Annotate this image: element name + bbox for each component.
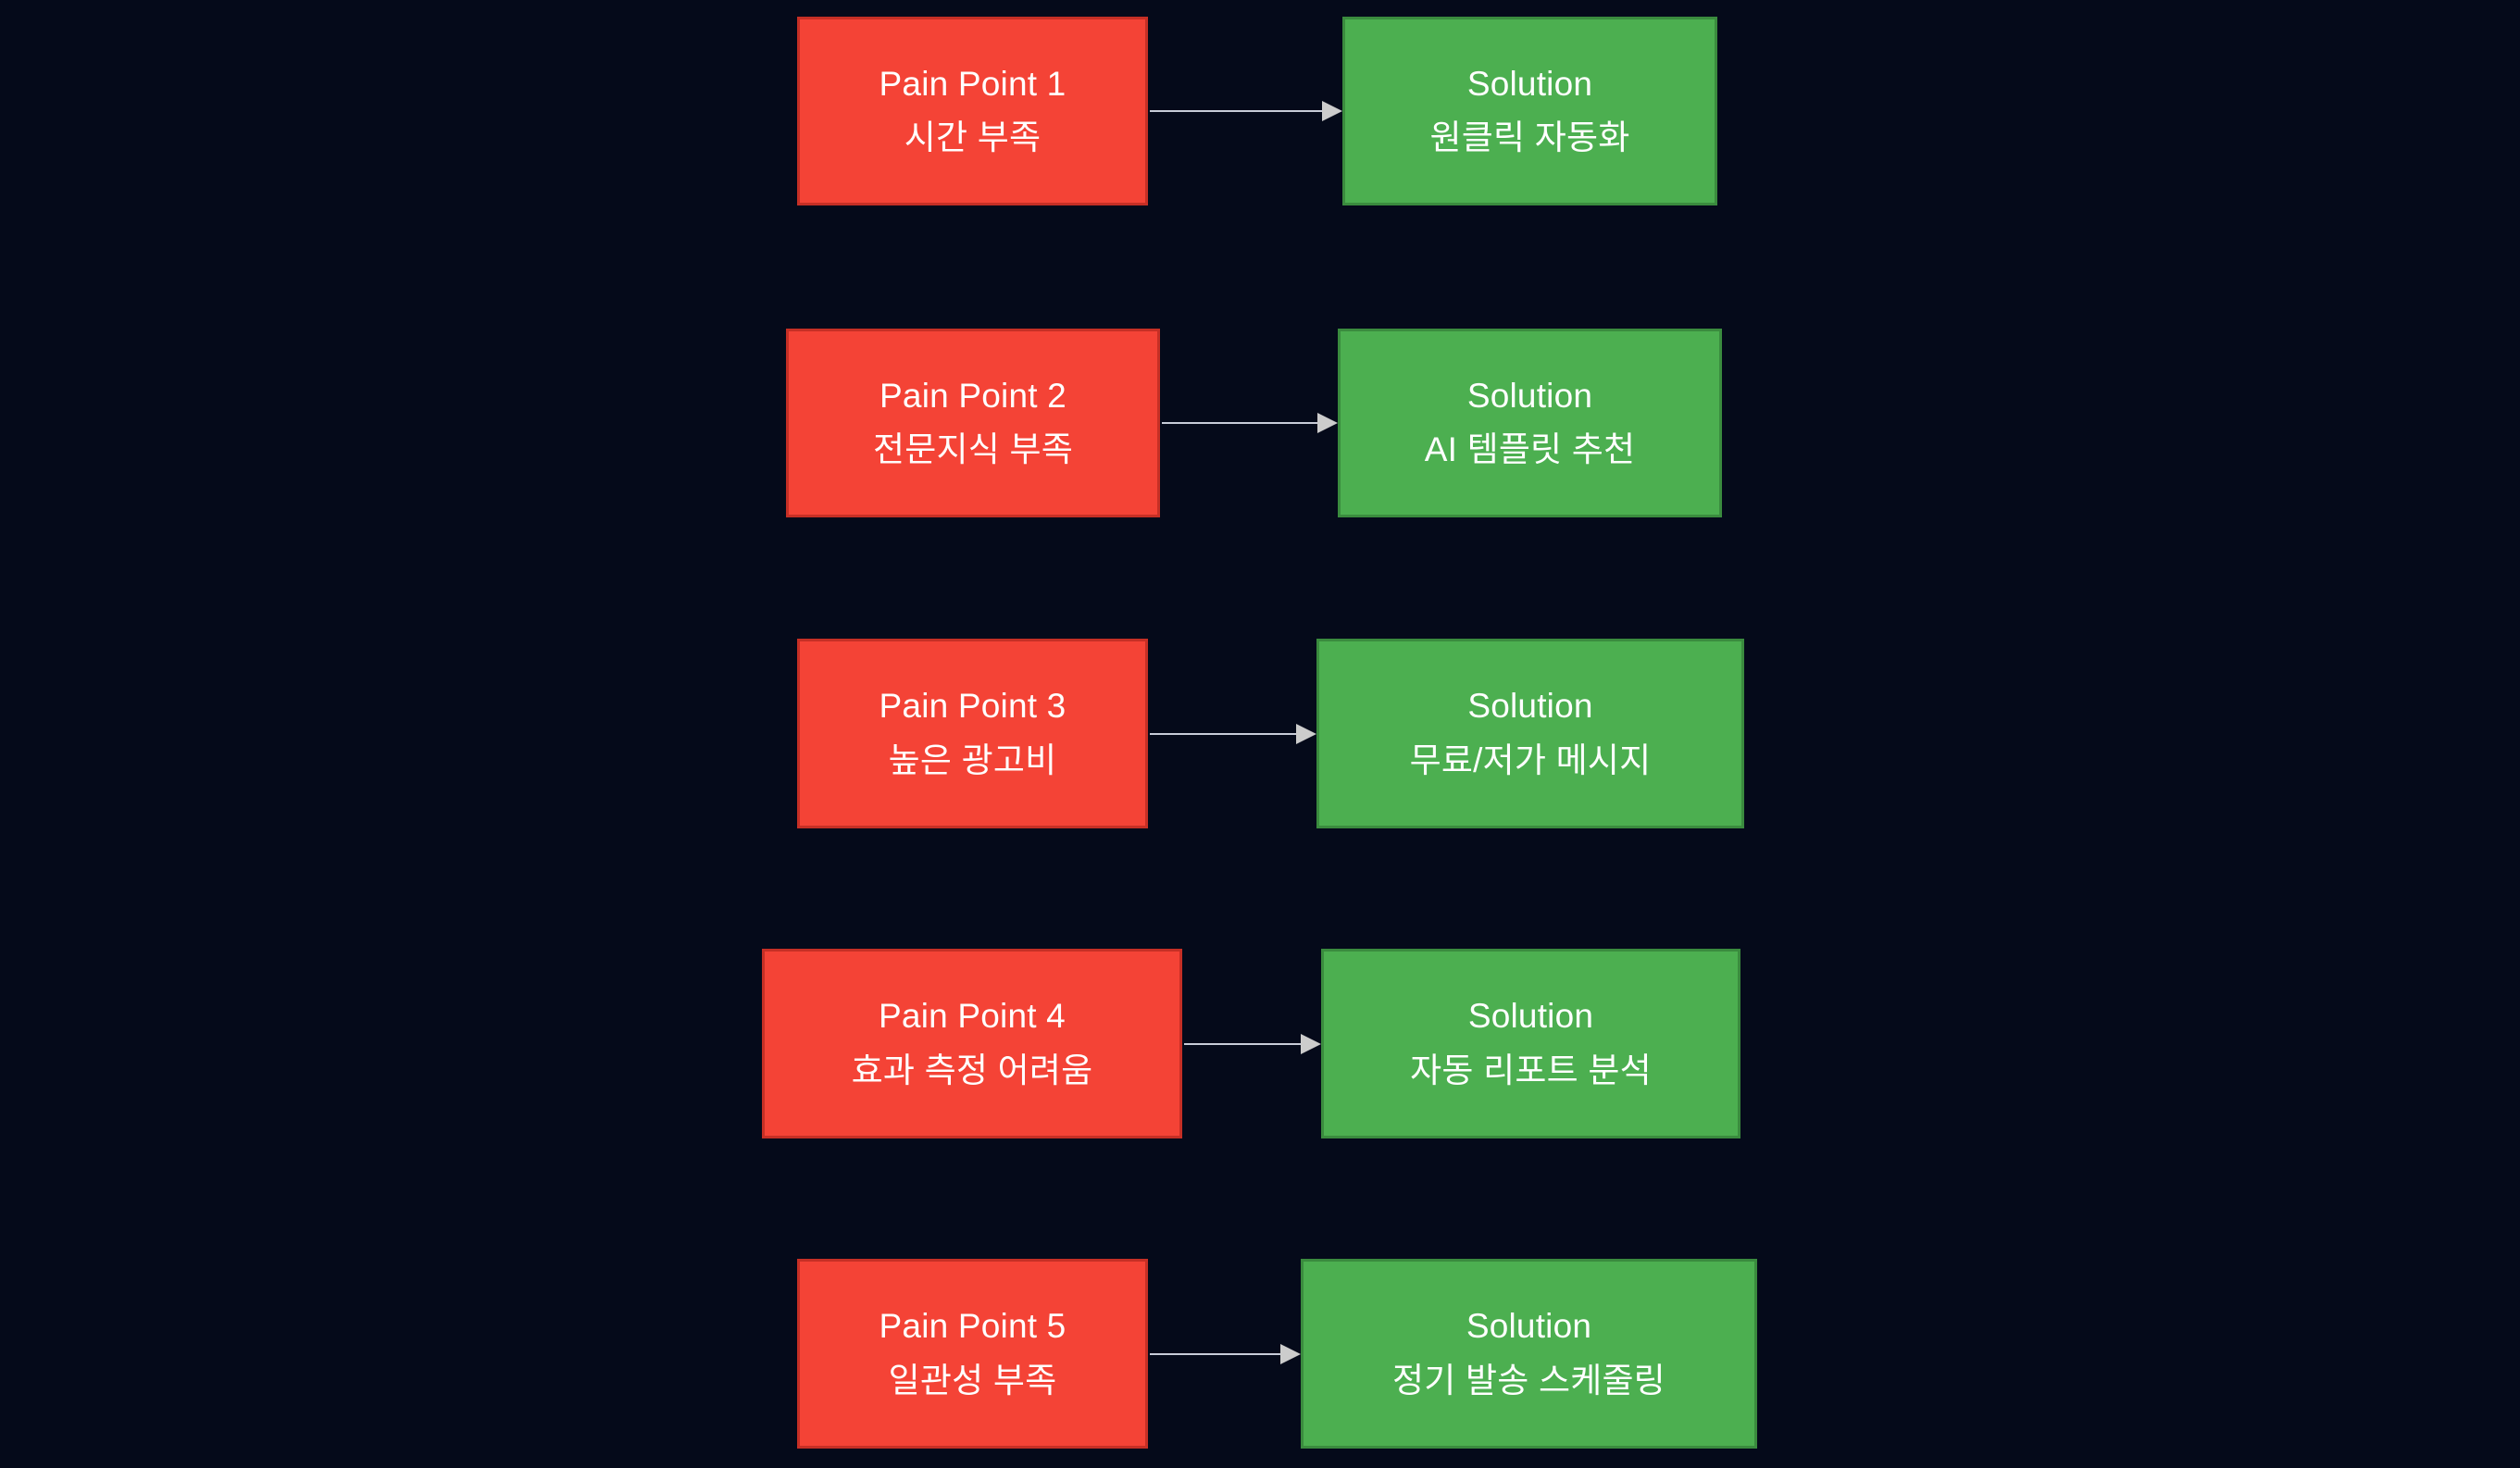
pain-point-node-5[interactable]: Pain Point 5 일관성 부족	[797, 1259, 1148, 1449]
solution-node-1[interactable]: Solution 원클릭 자동화	[1342, 17, 1717, 205]
diagram-row: Pain Point 3 높은 광고비 Solution 무료/저가 메시지	[0, 639, 2520, 828]
arrow-head-icon	[1301, 1034, 1321, 1054]
pain-point-subtitle-4: 효과 측정 어려움	[851, 1051, 1093, 1089]
arrow-head-icon	[1322, 101, 1342, 121]
diagram-row: Pain Point 1 시간 부족 Solution 원클릭 자동화	[0, 17, 2520, 205]
arrow-head-icon	[1317, 413, 1338, 433]
solution-title-3: Solution	[1467, 687, 1593, 726]
pain-point-title-2: Pain Point 2	[880, 376, 1067, 415]
solution-subtitle-1: 원클릭 자동화	[1429, 118, 1630, 156]
arrow-connector-5	[1150, 1343, 1301, 1365]
pain-point-node-1[interactable]: Pain Point 1 시간 부족	[797, 17, 1148, 205]
solution-node-5[interactable]: Solution 정기 발송 스케줄링	[1301, 1259, 1757, 1449]
arrow-shaft-icon	[1150, 1353, 1280, 1355]
arrow-head-icon	[1280, 1344, 1301, 1364]
solution-title-2: Solution	[1466, 376, 1593, 415]
pain-point-subtitle-1: 시간 부족	[904, 118, 1042, 156]
pain-point-subtitle-2: 전문지식 부족	[873, 430, 1073, 468]
solution-subtitle-4: 자동 리포트 분석	[1410, 1051, 1652, 1089]
pain-point-subtitle-3: 높은 광고비	[888, 740, 1057, 779]
solution-title-5: Solution	[1466, 1307, 1592, 1346]
solution-subtitle-5: 정기 발송 스케줄링	[1392, 1361, 1665, 1400]
pain-point-subtitle-5: 일관성 부족	[888, 1361, 1057, 1400]
diagram-row: Pain Point 5 일관성 부족 Solution 정기 발송 스케줄링	[0, 1259, 2520, 1449]
pain-point-node-3[interactable]: Pain Point 3 높은 광고비	[797, 639, 1148, 828]
solution-subtitle-2: AI 템플릿 추천	[1424, 430, 1636, 468]
arrow-shaft-icon	[1184, 1043, 1301, 1045]
solution-title-4: Solution	[1467, 997, 1594, 1036]
arrow-shaft-icon	[1150, 110, 1322, 112]
arrow-connector-4	[1184, 1033, 1321, 1055]
solution-node-4[interactable]: Solution 자동 리포트 분석	[1321, 949, 1740, 1138]
pain-point-title-1: Pain Point 1	[879, 64, 1067, 103]
arrow-connector-1	[1150, 100, 1342, 122]
arrow-head-icon	[1296, 724, 1316, 744]
arrow-shaft-icon	[1150, 733, 1296, 735]
arrow-shaft-icon	[1162, 422, 1317, 424]
pain-point-node-4[interactable]: Pain Point 4 효과 측정 어려움	[762, 949, 1182, 1138]
pain-point-title-3: Pain Point 3	[879, 687, 1067, 726]
pain-point-title-5: Pain Point 5	[879, 1307, 1067, 1346]
pain-point-title-4: Pain Point 4	[879, 997, 1066, 1036]
solution-subtitle-3: 무료/저가 메시지	[1409, 740, 1652, 779]
solution-title-1: Solution	[1466, 64, 1593, 103]
arrow-connector-2	[1162, 412, 1338, 434]
arrow-connector-3	[1150, 723, 1316, 745]
solution-node-2[interactable]: Solution AI 템플릿 추천	[1338, 329, 1722, 517]
solution-node-3[interactable]: Solution 무료/저가 메시지	[1316, 639, 1744, 828]
diagram-row: Pain Point 4 효과 측정 어려움 Solution 자동 리포트 분…	[0, 949, 2520, 1138]
diagram-row: Pain Point 2 전문지식 부족 Solution AI 템플릿 추천	[0, 329, 2520, 517]
pain-point-node-2[interactable]: Pain Point 2 전문지식 부족	[786, 329, 1160, 517]
